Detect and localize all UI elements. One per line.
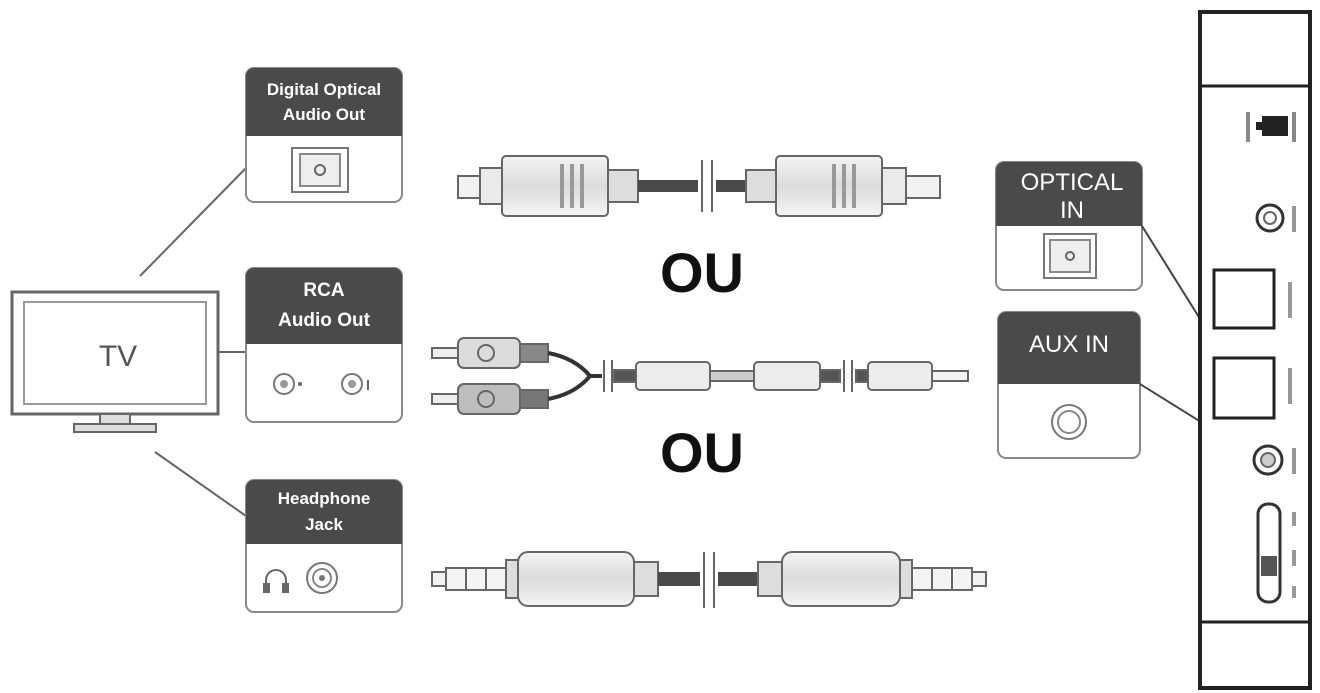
separator-or-2: OU <box>660 421 744 484</box>
micro-usb-port-icon <box>1246 112 1296 142</box>
device-input-aux-label: AUX IN <box>1029 331 1109 358</box>
rca-port-right-icon <box>341 373 369 395</box>
optical-cable <box>457 155 941 217</box>
tv-output-rca-panel: RCA Audio Out <box>245 267 403 423</box>
tv-output-headphone-panel: Headphone Jack <box>245 479 403 613</box>
tv-output-rca-label-2: Audio Out <box>278 310 370 331</box>
rca-port-left-icon <box>273 373 302 395</box>
device-input-aux-panel: AUX IN <box>997 311 1141 459</box>
device-input-optical-label-1: OPTICAL <box>1021 169 1124 196</box>
device-input-optical-label-2: IN <box>1060 197 1084 224</box>
aux-in-port-icon <box>1051 404 1087 440</box>
mode-switch-icon <box>1256 502 1296 604</box>
rca-to-aux-cable <box>431 337 969 415</box>
device-jack-port-1-icon <box>1255 203 1296 233</box>
tv-output-rca-label-1: RCA <box>303 280 344 301</box>
tv-output-optical-label-2: Audio Out <box>283 105 365 124</box>
tv-output-optical-label-1: Digital Optical <box>267 80 381 99</box>
tv-output-headphone-label-1: Headphone <box>278 489 371 508</box>
device-input-optical-panel: OPTICAL IN <box>995 161 1143 291</box>
device-aux-port-icon <box>1252 444 1296 476</box>
headphone-icon <box>263 569 289 593</box>
separator-or-1: OU <box>660 241 744 304</box>
tv: TV <box>10 290 220 433</box>
receiver-device <box>1198 10 1312 690</box>
device-optical-port-1-icon <box>1212 268 1292 330</box>
optical-port-icon <box>291 147 349 193</box>
tv-connector-lines <box>139 167 247 517</box>
tv-output-optical-panel: Digital Optical Audio Out <box>245 67 403 203</box>
tv-output-headphone-label-2: Jack <box>305 515 343 534</box>
device-optical-port-2-icon <box>1212 356 1292 420</box>
optical-in-port-icon <box>1043 233 1097 279</box>
aux-cable <box>431 551 987 608</box>
headphone-jack-port-icon <box>306 562 338 594</box>
tv-label: TV <box>99 340 137 373</box>
